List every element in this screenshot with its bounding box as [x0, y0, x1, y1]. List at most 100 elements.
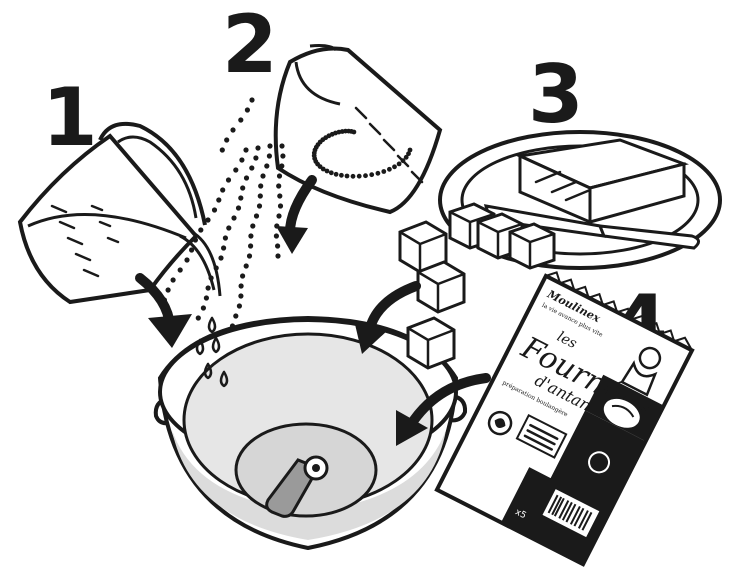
flour-dot [253, 155, 259, 161]
flour-dot [375, 170, 381, 176]
flour-dot [218, 255, 224, 261]
flour-dot [333, 171, 339, 177]
butter-block [514, 138, 689, 225]
flour-dot [392, 164, 397, 170]
flour-dot [324, 168, 330, 174]
flour-dot [235, 205, 242, 211]
flour-dot [279, 143, 285, 149]
flour-dot [208, 275, 214, 281]
flour-dot [211, 207, 218, 213]
flour-dot [161, 297, 167, 303]
flour-dot [238, 283, 244, 289]
flour-dot [258, 183, 264, 189]
flour-dot [221, 245, 227, 251]
flour-dot [200, 305, 206, 311]
step-number-1: 1 [42, 71, 98, 164]
flour-dot [339, 172, 344, 178]
arrow-step-1 [135, 273, 192, 348]
flour-dot [184, 257, 190, 263]
arrow-step-2 [276, 175, 317, 254]
flour-dot [224, 137, 230, 143]
flour-dot [276, 213, 282, 219]
flour-dot [277, 193, 283, 199]
flour-dot [225, 177, 232, 183]
flour-dot [230, 127, 236, 133]
flour-dot [381, 169, 387, 174]
flour-dot [253, 213, 260, 219]
flour-dot [243, 263, 249, 269]
flour-dot [203, 295, 209, 301]
flour-dot [177, 267, 183, 273]
flour-dot [239, 157, 245, 163]
flour-dot [243, 147, 249, 153]
flour-stream [161, 97, 413, 329]
flour-dot [350, 173, 356, 179]
flour-dot [205, 285, 211, 291]
flour-dot [260, 173, 266, 179]
flour-dot [216, 197, 222, 203]
flour-dot [407, 147, 413, 153]
bread-icon [603, 398, 640, 428]
flour-dot [192, 237, 198, 243]
flour-dot [240, 273, 246, 279]
flour-dot [277, 203, 284, 209]
flour-dot [240, 185, 246, 191]
flour-dot [220, 187, 226, 193]
flour-dot [222, 235, 228, 241]
measuring-scale [354, 106, 424, 184]
flour-dot [248, 233, 254, 239]
flour-dot [256, 203, 263, 209]
flour-dot [231, 215, 237, 221]
step-1-water-measuring-cup [17, 121, 229, 388]
flour-dot [233, 313, 239, 319]
flour-dot [189, 247, 195, 253]
flour-dot [279, 163, 285, 169]
flour-dot [266, 153, 272, 159]
flour-dot [351, 129, 357, 135]
flour-dot [229, 323, 236, 329]
flour-dot [255, 145, 261, 151]
flour-dot [246, 253, 253, 259]
arrow-step-3 [354, 281, 421, 354]
flour-dot [257, 193, 263, 199]
flour-dot [403, 154, 409, 160]
flour-dot [280, 153, 286, 159]
flour-dot [244, 107, 250, 113]
kneading-paddle [265, 455, 329, 518]
flour-dot [396, 161, 402, 167]
bread-pan [153, 315, 468, 551]
butter-cubes-on-plate [448, 202, 556, 270]
flour-dot [248, 243, 254, 249]
flour-dot [243, 175, 250, 181]
flour-dot [387, 166, 392, 172]
flour-dot [276, 183, 282, 189]
flour-dot [249, 97, 255, 103]
measuring-scale [50, 204, 120, 278]
flour-dot [344, 173, 350, 179]
flour-dot [267, 143, 273, 149]
flour-dot [275, 253, 281, 259]
flour-dot [236, 303, 242, 309]
flour-dot [195, 315, 201, 321]
flour-dot [273, 233, 279, 239]
step-number-3: 3 [528, 48, 584, 141]
flour-dot [369, 172, 375, 178]
flour-dot [249, 165, 255, 171]
flour-dot [328, 170, 334, 176]
packet-weight: x5 [513, 507, 527, 521]
flour-dot [205, 217, 211, 223]
flour-dot [264, 163, 270, 169]
flour-dot [238, 195, 244, 201]
flour-dot [238, 117, 244, 123]
flour-dot [275, 243, 281, 249]
packet-seal-icon [588, 451, 611, 474]
step-4-bread-mix-packet: Moulinex la vie avance plus vite les Fou… [434, 271, 695, 567]
flour-dot [400, 158, 406, 164]
flour-dot [213, 265, 219, 271]
flour-dot [219, 147, 225, 153]
arrow-step-4 [396, 373, 491, 446]
step-number-2: 2 [222, 0, 278, 91]
baker-icon [620, 346, 662, 397]
flour-dot [233, 167, 239, 173]
